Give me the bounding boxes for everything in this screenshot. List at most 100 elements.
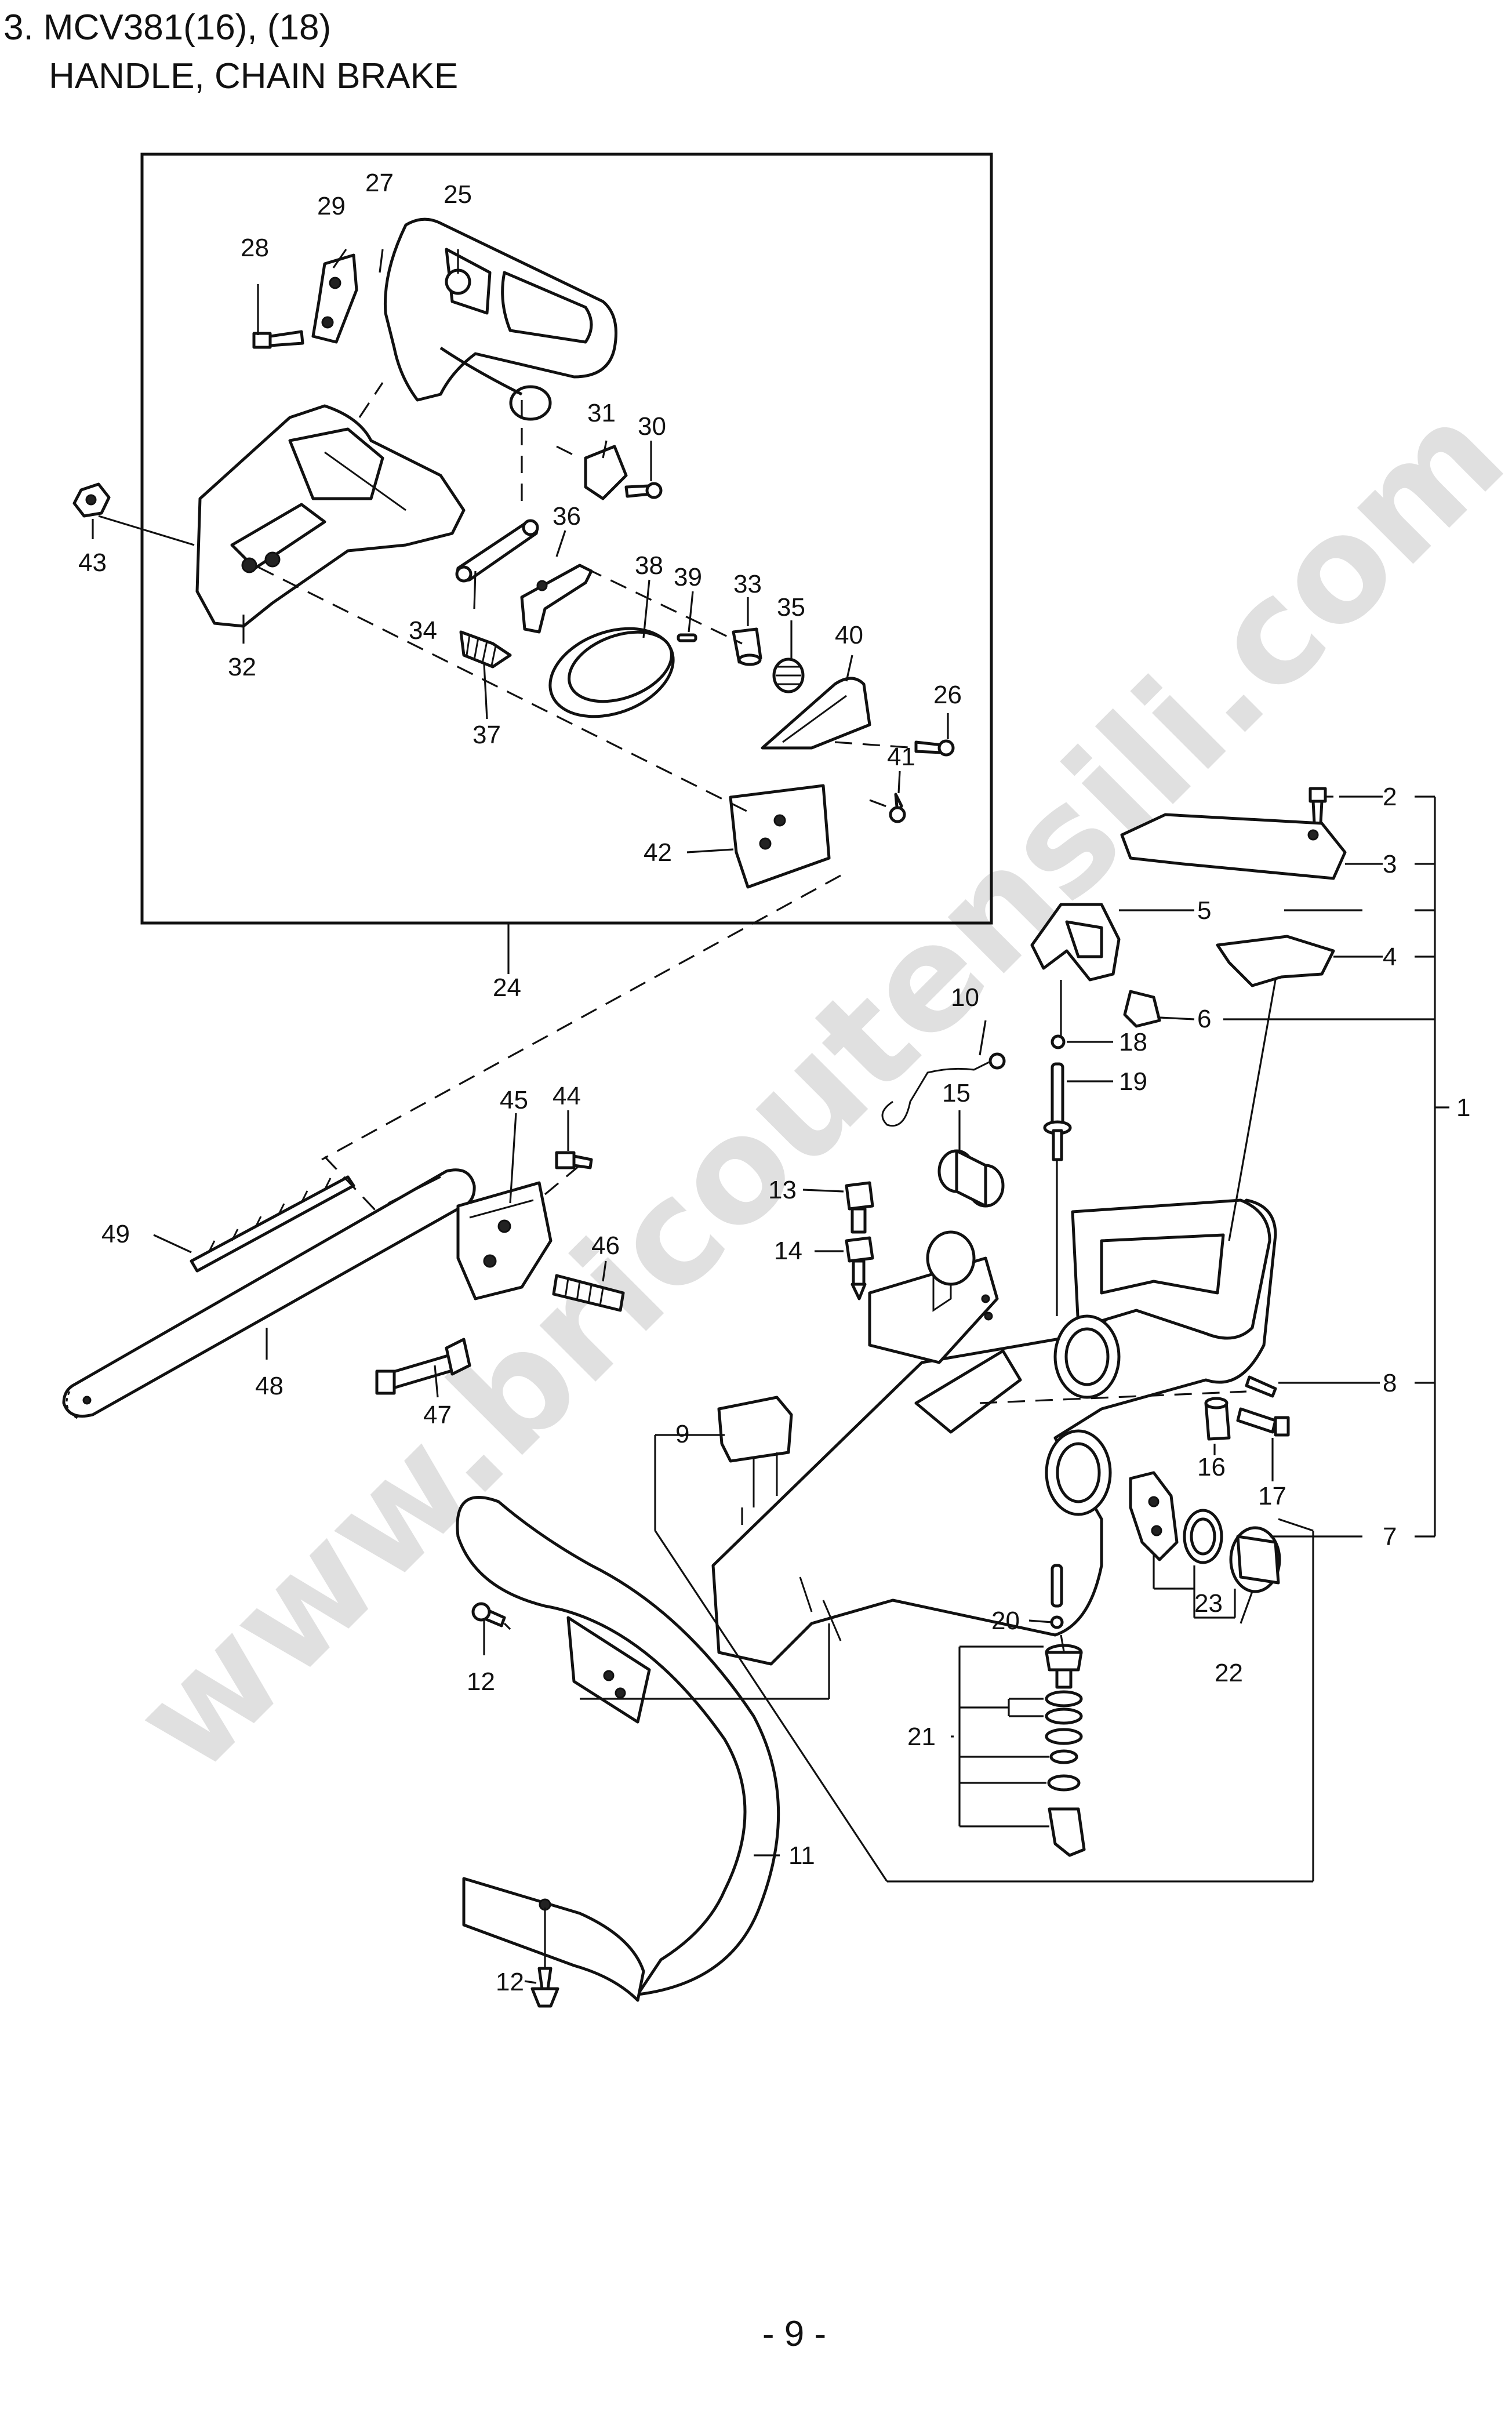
part-37-spring[interactable] bbox=[459, 630, 512, 669]
part-9-rubber-pad[interactable] bbox=[717, 1396, 793, 1507]
callout-37: 37 bbox=[472, 721, 501, 749]
part-23-gasket-cap[interactable] bbox=[1129, 1471, 1223, 1564]
callout-1: 1 bbox=[1456, 1093, 1470, 1122]
callout-31: 31 bbox=[587, 399, 616, 427]
callout-45: 45 bbox=[500, 1086, 528, 1114]
callout-2: 2 bbox=[1383, 783, 1397, 811]
part-12-screw-upper[interactable] bbox=[471, 1602, 506, 1627]
callout-28: 28 bbox=[241, 234, 269, 262]
callout-14: 14 bbox=[774, 1237, 802, 1265]
callout-43: 43 bbox=[78, 548, 107, 577]
callout-44: 44 bbox=[553, 1082, 581, 1110]
part-44-bolt[interactable] bbox=[555, 1151, 593, 1169]
part-40-brake-cover[interactable] bbox=[761, 677, 871, 750]
callout-17: 17 bbox=[1258, 1482, 1286, 1510]
callout-4: 4 bbox=[1383, 943, 1397, 971]
part-8-pin[interactable] bbox=[1245, 1375, 1277, 1398]
part-46-stud[interactable] bbox=[552, 1274, 625, 1312]
callout-8: 8 bbox=[1383, 1369, 1397, 1397]
part-14-damper[interactable] bbox=[845, 1236, 874, 1300]
callout-29: 29 bbox=[317, 192, 346, 220]
callout-12-lower: 12 bbox=[496, 1968, 524, 1996]
part-42-guide-plate[interactable] bbox=[729, 784, 831, 889]
callout-13: 13 bbox=[768, 1176, 797, 1204]
part-26-screw[interactable] bbox=[914, 739, 955, 757]
callout-41: 41 bbox=[887, 743, 915, 771]
callout-47: 47 bbox=[423, 1401, 452, 1429]
callout-48: 48 bbox=[255, 1372, 284, 1400]
callout-42: 42 bbox=[644, 838, 672, 867]
page-number: - 9 - bbox=[762, 2314, 827, 2354]
part-30-screw[interactable] bbox=[624, 482, 663, 499]
callout-24: 24 bbox=[493, 973, 521, 1002]
part-21-valve-set[interactable] bbox=[1045, 1644, 1086, 1857]
part-12-screw-lower[interactable] bbox=[530, 1967, 559, 2008]
title-line-2: HANDLE, CHAIN BRAKE bbox=[49, 56, 459, 96]
callout-35: 35 bbox=[777, 593, 805, 622]
callout-33: 33 bbox=[733, 570, 762, 598]
callout-15: 15 bbox=[942, 1079, 971, 1107]
callout-9: 9 bbox=[675, 1420, 689, 1448]
part-1-rear-handle-tank[interactable] bbox=[711, 1198, 1277, 1666]
part-28-bolt[interactable] bbox=[252, 330, 304, 349]
part-45-side-plate[interactable] bbox=[456, 1181, 553, 1300]
callout-12-upper: 12 bbox=[467, 1667, 495, 1696]
part-27-hand-guard[interactable] bbox=[383, 217, 617, 421]
callout-46: 46 bbox=[591, 1231, 620, 1260]
callout-26: 26 bbox=[933, 681, 962, 709]
callout-7: 7 bbox=[1383, 1523, 1397, 1551]
title-line-1: 3. MCV381(16), (18) bbox=[3, 8, 332, 48]
callout-32: 32 bbox=[228, 653, 256, 681]
part-35-spring[interactable] bbox=[772, 657, 805, 693]
callout-22: 22 bbox=[1215, 1659, 1243, 1687]
callout-34: 34 bbox=[409, 616, 437, 645]
callout-30: 30 bbox=[638, 412, 666, 441]
part-15-damper[interactable] bbox=[937, 1149, 1005, 1208]
part-11-front-handle[interactable] bbox=[456, 1496, 780, 2002]
part-6-trigger[interactable] bbox=[1123, 990, 1161, 1028]
callout-18: 18 bbox=[1119, 1028, 1147, 1056]
callout-23: 23 bbox=[1194, 1589, 1223, 1618]
part-22-fuel-cap[interactable] bbox=[1229, 1526, 1281, 1593]
part-13-damper[interactable] bbox=[845, 1181, 874, 1234]
part-20-pin[interactable] bbox=[1050, 1564, 1064, 1629]
callout-19: 19 bbox=[1119, 1067, 1147, 1096]
part-19-shaft[interactable] bbox=[1043, 1062, 1072, 1161]
page-title: 3. MCV381(16), (18) HANDLE, CHAIN BRAKE bbox=[3, 3, 458, 101]
callout-5: 5 bbox=[1197, 896, 1211, 925]
callout-25: 25 bbox=[444, 180, 472, 209]
part-31-plate[interactable] bbox=[584, 445, 628, 500]
callout-3: 3 bbox=[1383, 850, 1397, 878]
part-47-chain-tensioner[interactable] bbox=[375, 1338, 471, 1395]
callout-27: 27 bbox=[365, 169, 394, 197]
part-39-pin[interactable] bbox=[677, 633, 697, 642]
part-43-nut[interactable] bbox=[72, 482, 111, 518]
callout-49: 49 bbox=[101, 1220, 130, 1248]
part-33-collar[interactable] bbox=[732, 627, 762, 666]
part-3-top-cover[interactable] bbox=[1120, 813, 1347, 880]
part-41-screw[interactable] bbox=[889, 793, 906, 823]
part-36-brake-lever[interactable] bbox=[520, 564, 593, 634]
part-4-latch[interactable] bbox=[1216, 935, 1335, 987]
part-17-bolt[interactable] bbox=[1236, 1407, 1290, 1437]
part-18-circlip[interactable] bbox=[1051, 1034, 1066, 1049]
part-16-collar[interactable] bbox=[1204, 1397, 1231, 1441]
callout-39: 39 bbox=[674, 563, 702, 591]
callout-38: 38 bbox=[635, 551, 663, 580]
part-49-saw-chain[interactable] bbox=[190, 1175, 355, 1273]
callout-21: 21 bbox=[907, 1723, 936, 1751]
part-38-brake-band[interactable] bbox=[538, 613, 686, 733]
part-10-wire-harness[interactable] bbox=[881, 1052, 1006, 1127]
callout-16: 16 bbox=[1197, 1453, 1226, 1481]
part-2-screw[interactable] bbox=[1309, 787, 1327, 825]
callout-11: 11 bbox=[788, 1841, 815, 1870]
callout-6: 6 bbox=[1197, 1005, 1211, 1033]
callout-20: 20 bbox=[991, 1607, 1020, 1635]
part-29-bracket[interactable] bbox=[311, 253, 358, 344]
part-32-clutch-cover[interactable] bbox=[195, 404, 466, 628]
callout-40: 40 bbox=[835, 621, 863, 649]
part-5-throttle-lever[interactable] bbox=[1030, 903, 1121, 982]
callout-10: 10 bbox=[951, 983, 979, 1012]
part-34-link[interactable] bbox=[455, 519, 539, 583]
